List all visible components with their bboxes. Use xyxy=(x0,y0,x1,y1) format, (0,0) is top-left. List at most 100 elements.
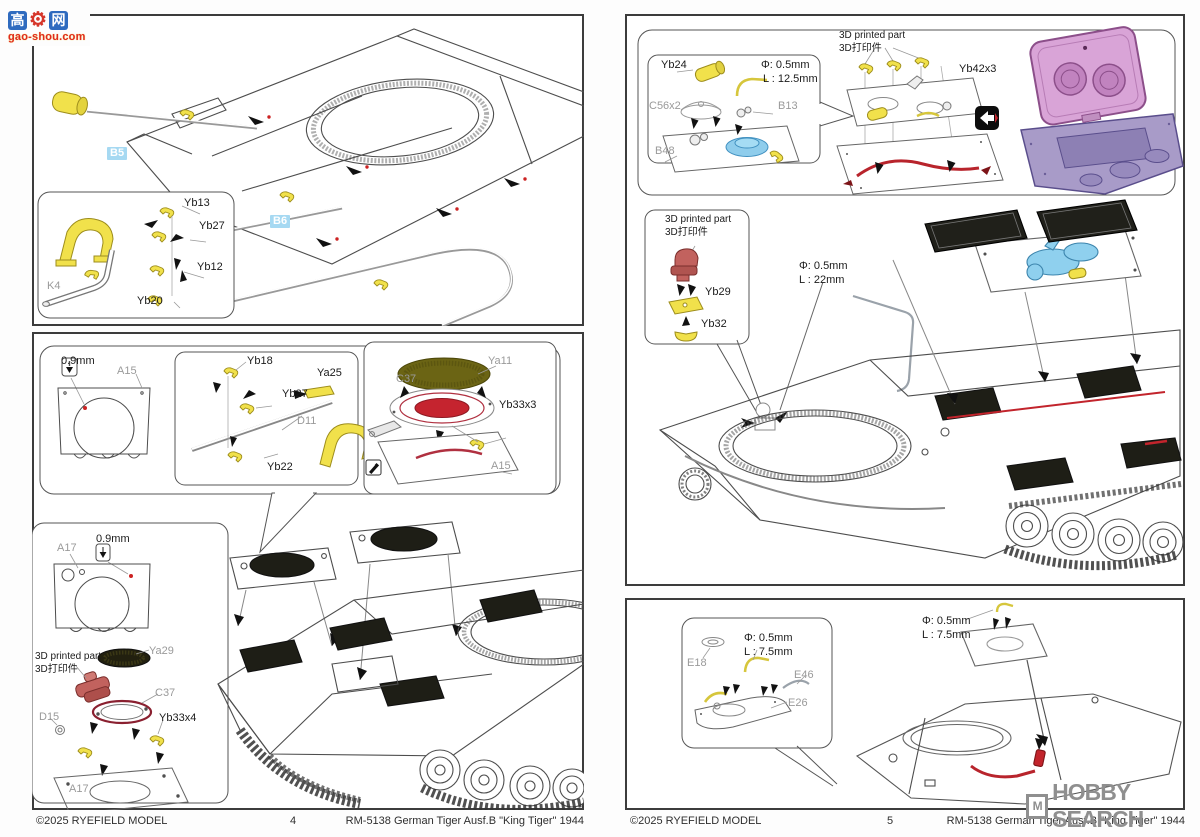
page5-kit-title: RM-5138 German Tiger Ausf.B "King Tiger"… xyxy=(946,815,1185,827)
a17-inset-content xyxy=(49,543,189,810)
glue-brush-icon xyxy=(365,459,382,476)
part-label-yb42x3: Yb42x3 xyxy=(959,63,997,75)
wire-dia-label: Φ: 0.5mm xyxy=(799,260,848,272)
rear-deck-group xyxy=(855,602,1182,805)
page5-number: 5 xyxy=(887,815,894,827)
printed-periscope-part xyxy=(75,671,111,703)
page5-main-illustration xyxy=(637,26,1184,571)
pink-hatch-lid xyxy=(1029,26,1147,126)
page4-number: 4 xyxy=(290,815,297,827)
tank-hull-illustration xyxy=(658,199,1184,571)
assembly-arrows xyxy=(248,115,527,247)
hobby-search-icon: M xyxy=(1026,793,1049,819)
periscope-inset-box xyxy=(644,209,750,345)
red-wire xyxy=(856,159,980,178)
bent-wire xyxy=(743,656,770,673)
wire-len-label: L : 7.5mm xyxy=(922,629,971,641)
printed-part-label-en: 3D printed part xyxy=(839,30,906,41)
part-label-e18: E18 xyxy=(687,657,707,669)
a15-drill-diagram xyxy=(57,357,151,459)
wire-len-label: L : 12.5mm xyxy=(763,73,818,85)
mesh-screen-panels xyxy=(924,199,1138,253)
part-label-ya25: Ya25 xyxy=(317,367,342,379)
hull-rear-illustration xyxy=(217,521,584,810)
periscope-inset-content xyxy=(668,245,704,342)
bent-wire xyxy=(735,77,768,97)
part-label-c37: C37 xyxy=(155,687,176,699)
part-label-b48: B48 xyxy=(655,145,675,157)
printed-part-label-cn: 3D打印件 xyxy=(665,227,708,238)
part-label-yb13: Yb13 xyxy=(184,197,210,209)
part-label-e46: E46 xyxy=(794,669,814,681)
hatch-exploded-group xyxy=(836,47,1004,195)
part-label-a17: A17 xyxy=(69,783,89,795)
hobby-search-watermark: M HOBBY SEARCH xyxy=(1026,779,1200,833)
drill-size-label: 0.9mm xyxy=(96,533,130,545)
printed-part-label-cn: 3D打印件 xyxy=(35,664,78,675)
fan-inset-content xyxy=(365,357,519,485)
part-label-yb20: Yb20 xyxy=(137,295,163,307)
part-label-yb22: Yb22 xyxy=(267,461,293,473)
b5-rod-part xyxy=(51,91,258,130)
yb32-half-disc xyxy=(674,331,698,342)
ya25-bracket xyxy=(303,385,335,399)
page4-kit-title: RM-5138 German Tiger Ausf.B "King Tiger"… xyxy=(345,815,584,827)
part-label-b13: B13 xyxy=(778,100,798,112)
part-label-yb32: Yb32 xyxy=(701,318,727,330)
part-label-yb27: Yb27 xyxy=(282,388,308,400)
yellow-bracket-part xyxy=(319,423,375,468)
red-wire xyxy=(970,764,1036,779)
rod-inset-box xyxy=(174,351,359,486)
logo-char-left: 高 xyxy=(8,10,27,30)
part-label-k4: K4 xyxy=(47,280,61,292)
printed-periscope-part xyxy=(674,248,699,267)
part-label-c56x2: C56x2 xyxy=(649,100,681,112)
part-label-yb24: Yb24 xyxy=(661,59,687,71)
part-label-yb12: Yb12 xyxy=(197,261,223,273)
part-label-yb33x3: Yb33x3 xyxy=(499,399,537,411)
e18-inset-content xyxy=(694,637,810,730)
printed-part-label-en: 3D printed part xyxy=(35,651,102,662)
k4-inset-content xyxy=(42,205,207,309)
part-label-ya11: Ya11 xyxy=(488,355,513,367)
wire-dia-label: Φ: 0.5mm xyxy=(922,615,971,627)
hull-bottom-plate xyxy=(126,28,584,265)
part-label-a17: A17 xyxy=(57,542,77,554)
part-label-d11: D11 xyxy=(297,415,317,427)
part-label-c37: C37 xyxy=(396,373,417,385)
wire-dia-label: Φ: 0.5mm xyxy=(761,59,810,71)
hobby-search-text: HOBBY SEARCH xyxy=(1052,779,1144,832)
part-label-yb27: Yb27 xyxy=(199,220,225,232)
bent-wire xyxy=(995,602,1014,613)
printed-part-label-en: 3D printed part xyxy=(665,214,732,225)
assembled-purple-part xyxy=(1020,26,1184,195)
part-label-b6: B6 xyxy=(270,215,291,228)
page4-top-illustration xyxy=(37,28,584,326)
flip-arrow-icon xyxy=(975,106,999,130)
page5-copyright: ©2025 RYEFIELD MODEL xyxy=(630,815,762,827)
logo-char-right: 网 xyxy=(48,10,68,30)
part-label-a15: A15 xyxy=(117,365,137,377)
drill-size-label: 0.9mm xyxy=(61,355,95,367)
printed-part-label-cn: 3D打印件 xyxy=(839,43,882,54)
part-label-e26: E26 xyxy=(788,697,808,709)
rod-inset-content xyxy=(191,361,375,468)
part-label-a15: A15 xyxy=(491,460,511,472)
yb24-inset-content xyxy=(662,60,800,173)
wire-len-label: L : 22mm xyxy=(799,274,845,286)
part-label-d15: D15 xyxy=(39,711,60,723)
wire-len-label: L : 7.5mm xyxy=(744,646,793,658)
logo-gear-thumb-icon: ⚙ xyxy=(29,9,47,31)
part-label-b5: B5 xyxy=(107,147,128,160)
callout-tail xyxy=(259,492,318,554)
logo-subtitle: gao-shou.com xyxy=(8,31,86,43)
part-label-ya29: Ya29 xyxy=(149,645,174,657)
wire-22mm-group xyxy=(741,281,915,431)
callout-tail xyxy=(774,745,838,787)
gaoshou-logo: 高 ⚙ 网 gao-shou.com xyxy=(6,8,90,46)
part-label-yb33x4: Yb33x4 xyxy=(159,712,197,724)
page5-bottom-illustration xyxy=(681,602,1182,805)
part-label-yb18: Yb18 xyxy=(247,355,273,367)
page4-bottom-illustration xyxy=(32,341,584,810)
wire-dia-label: Φ: 0.5mm xyxy=(744,632,793,644)
